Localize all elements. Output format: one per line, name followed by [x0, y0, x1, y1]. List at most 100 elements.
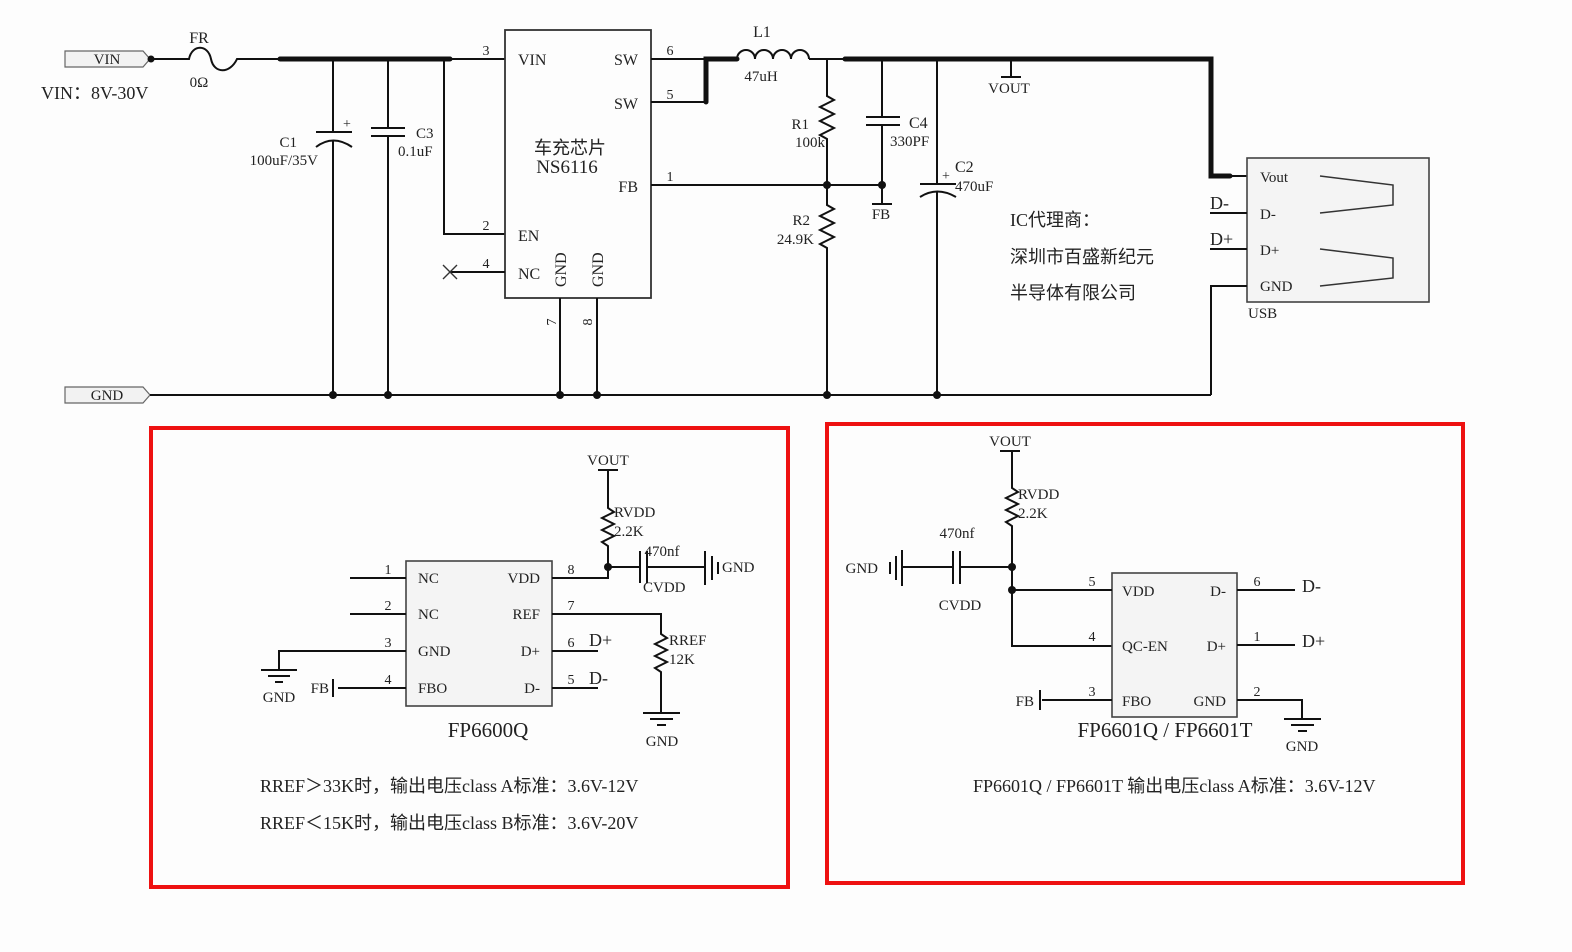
svg-text:GND: GND	[553, 252, 570, 287]
svg-text:12K: 12K	[669, 652, 695, 668]
svg-text:4: 4	[385, 673, 392, 688]
svg-text:FB: FB	[311, 681, 329, 697]
svg-text:D-: D-	[1260, 207, 1276, 223]
svg-text:2.2K: 2.2K	[614, 524, 644, 540]
svg-text:GND: GND	[1260, 279, 1293, 295]
ic-ns6116: 车充芯片 NS6116 VIN SW SW FB EN NC GND GND 3…	[483, 29, 674, 326]
svg-text:GND: GND	[646, 734, 679, 750]
svg-text:D+: D+	[521, 644, 540, 660]
fb-net-label: FB	[872, 207, 890, 223]
capacitor-c4: C4 330PF	[866, 59, 929, 185]
ic-title: 车充芯片	[534, 138, 606, 158]
resistor-r2: R2 24.9K	[777, 185, 837, 395]
svg-text:RREF: RREF	[669, 633, 707, 649]
svg-text:D-: D-	[589, 668, 608, 688]
svg-text:100k: 100k	[795, 135, 826, 151]
svg-text:FBO: FBO	[1122, 694, 1151, 710]
usb-dm-net: D-	[1210, 193, 1229, 213]
svg-text:3: 3	[385, 636, 392, 651]
svg-text:D-: D-	[1302, 576, 1321, 596]
ground-icon	[261, 669, 297, 683]
ground-icon	[1284, 718, 1321, 732]
svg-text:1: 1	[385, 563, 392, 578]
c1-value: 100uF/35V	[250, 153, 319, 169]
svg-text:CVDD: CVDD	[643, 580, 686, 596]
vin-port-label: VIN	[94, 52, 121, 68]
usb-connector: Vout D- D+ GND USB	[1246, 157, 1430, 322]
svg-text:1: 1	[1254, 630, 1261, 645]
svg-text:NC: NC	[418, 607, 439, 623]
svg-text:IC代理商：: IC代理商：	[1010, 210, 1100, 230]
capacitor-c2: + C2 470uF	[919, 59, 993, 395]
gnd-port: GND	[64, 386, 151, 404]
svg-text:VOUT: VOUT	[989, 434, 1031, 450]
gnd-port-label: GND	[91, 388, 124, 404]
vin-range-label: VIN：8V-30V	[41, 83, 148, 103]
svg-text:6: 6	[568, 636, 575, 651]
fp6601-part: FP6601Q / FP6601T	[1077, 718, 1252, 742]
svg-text:QC-EN: QC-EN	[1122, 639, 1168, 655]
svg-text:VDD: VDD	[508, 571, 541, 587]
svg-text:GND: GND	[722, 560, 755, 576]
svg-text:47uH: 47uH	[744, 69, 778, 85]
svg-text:5: 5	[568, 673, 575, 688]
c3-value: 0.1uF	[398, 144, 433, 160]
capacitor-c3: C3 0.1uF	[371, 59, 434, 395]
svg-text:470nf: 470nf	[940, 526, 975, 542]
svg-text:2.2K: 2.2K	[1018, 506, 1048, 522]
svg-text:5: 5	[1089, 575, 1096, 590]
svg-text:3: 3	[1089, 685, 1096, 700]
svg-text:NC: NC	[518, 266, 540, 283]
svg-text:470uF: 470uF	[955, 179, 993, 195]
svg-text:SW: SW	[614, 96, 639, 113]
svg-text:5: 5	[667, 88, 674, 103]
svg-text:8: 8	[581, 319, 596, 326]
svg-text:SW: SW	[614, 52, 639, 69]
svg-text:+: +	[343, 117, 351, 132]
svg-text:EN: EN	[518, 228, 540, 245]
fuse-symbol	[151, 46, 278, 72]
svg-text:FB: FB	[1016, 694, 1034, 710]
svg-text:FB: FB	[618, 179, 638, 196]
svg-text:GND: GND	[846, 561, 879, 577]
svg-text:330PF: 330PF	[890, 134, 929, 150]
inductor-l1: L1 47uH	[736, 24, 810, 85]
resistor-r1: R1 100k	[791, 59, 837, 185]
svg-text:GND: GND	[1286, 739, 1319, 755]
svg-text:NC: NC	[418, 571, 439, 587]
svg-text:4: 4	[483, 257, 490, 272]
svg-text:GND: GND	[1194, 694, 1227, 710]
svg-text:GND: GND	[263, 690, 296, 706]
svg-text:VIN: VIN	[518, 52, 547, 69]
svg-text:7: 7	[568, 599, 575, 614]
agent-info: IC代理商： 深圳市百盛新纪元 半导体有限公司	[1010, 210, 1154, 303]
svg-text:D+: D+	[1207, 639, 1226, 655]
svg-text:VDD: VDD	[1122, 584, 1155, 600]
svg-text:D+: D+	[1302, 631, 1325, 651]
note-fp6601: FP6601Q / FP6601T 输出电压class A标准：3.6V-12V	[973, 776, 1376, 796]
svg-text:3: 3	[483, 44, 490, 59]
svg-text:D+: D+	[589, 630, 612, 650]
capacitor-c1: + C1 100uF/35V	[250, 59, 353, 395]
main-circuit: VIN VIN：8V-30V FR 0Ω + C1 100uF/35V C3	[41, 24, 1430, 404]
note-class-a: RREF＞33K时，输出电压class A标准：3.6V-12V	[260, 776, 638, 796]
svg-text:RVDD: RVDD	[614, 505, 655, 521]
svg-text:2: 2	[1254, 685, 1261, 700]
svg-text:8: 8	[568, 563, 575, 578]
panel-fp6600q: VOUT RVDD 2.2K 470nf CVDD GND FP6600Q 1 …	[149, 426, 790, 889]
svg-text:7: 7	[545, 319, 560, 326]
vout-net-label: VOUT	[988, 81, 1030, 97]
svg-text:D+: D+	[1260, 243, 1279, 259]
svg-text:Vout: Vout	[1260, 170, 1289, 186]
fuse-value: 0Ω	[190, 75, 209, 91]
fp6600q-part: FP6600Q	[448, 718, 529, 742]
svg-text:R1: R1	[791, 117, 809, 133]
fuse-ref: FR	[189, 30, 209, 47]
no-connect-icon	[442, 264, 458, 280]
c3-ref: C3	[416, 126, 434, 142]
svg-text:RVDD: RVDD	[1018, 487, 1059, 503]
svg-text:L1: L1	[753, 24, 771, 41]
svg-text:+: +	[942, 169, 950, 184]
svg-text:GND: GND	[418, 644, 451, 660]
